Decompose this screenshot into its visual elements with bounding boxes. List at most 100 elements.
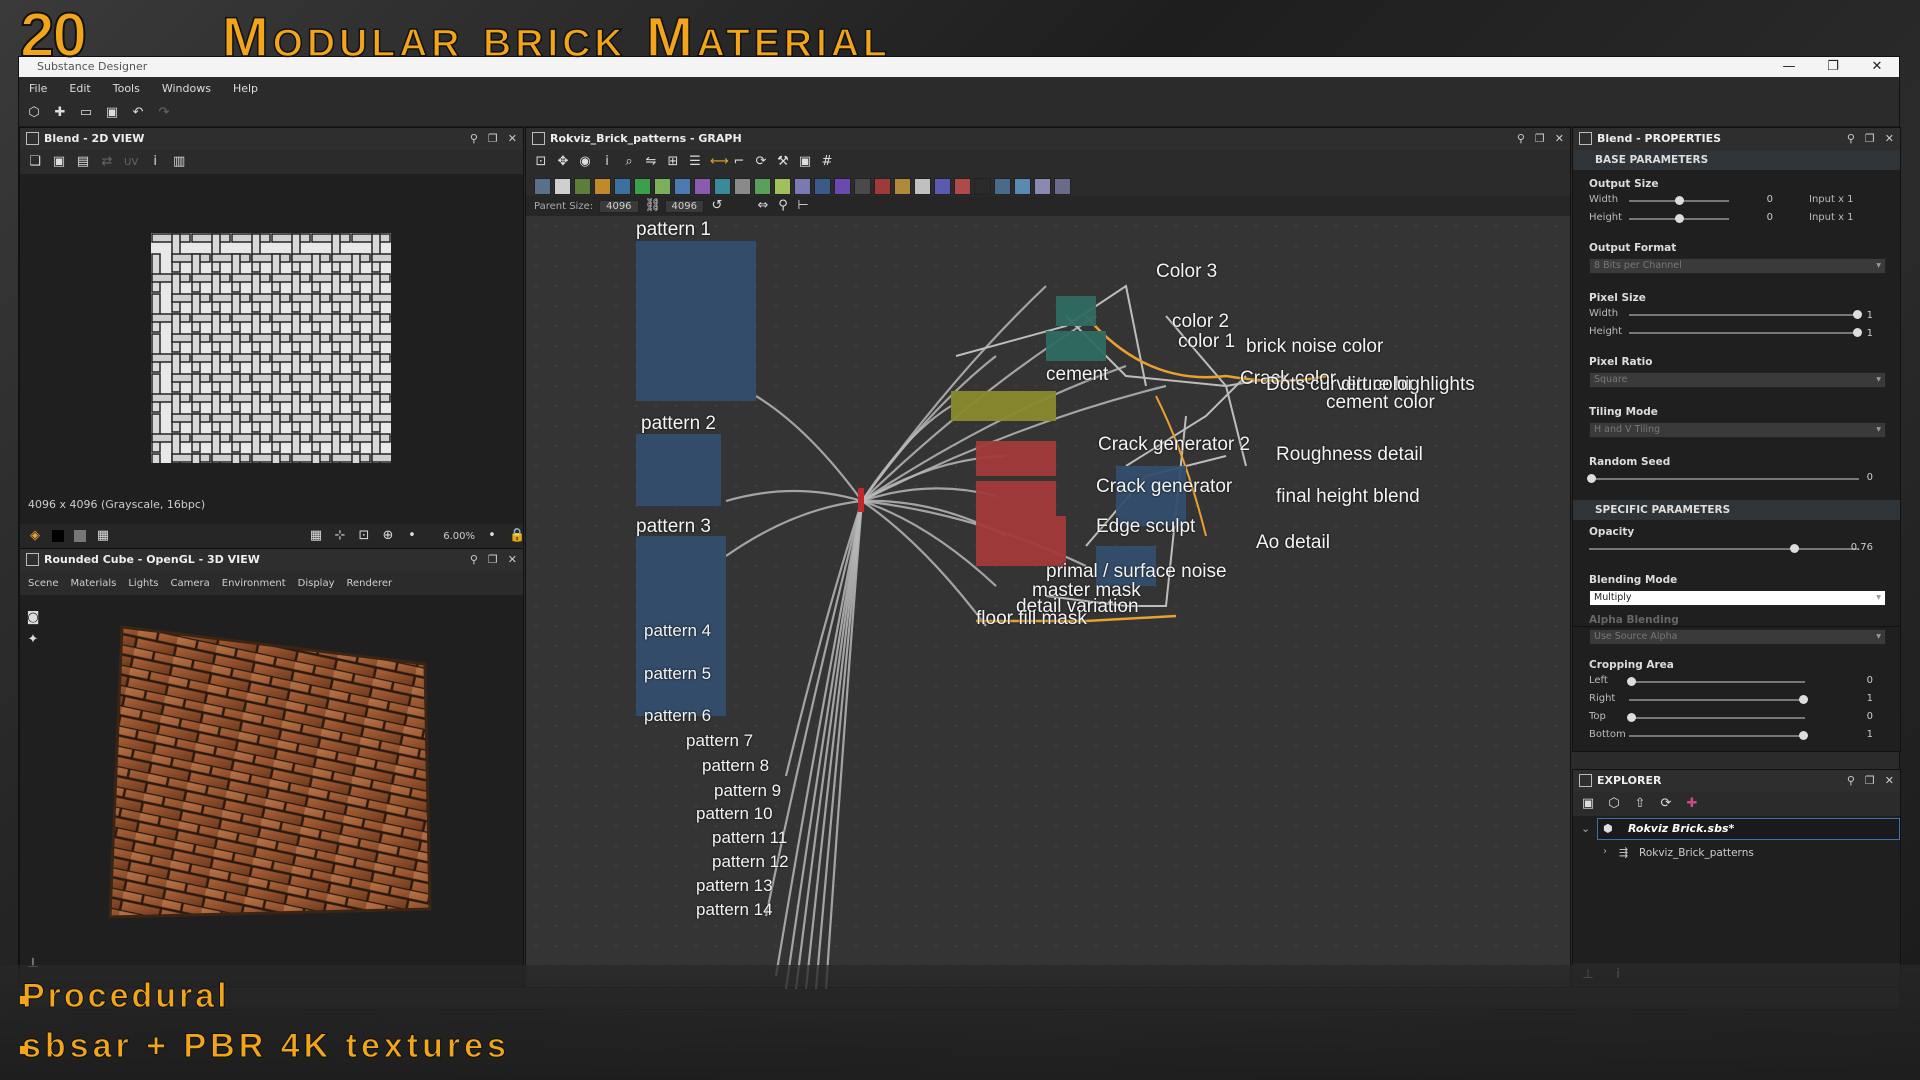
layers-icon[interactable]: ◈ [30,528,40,543]
node-library-item-18[interactable] [894,177,911,195]
graph-node-label[interactable]: Crack color [1240,368,1337,389]
graph-node-label[interactable]: primal / surface noise [1046,561,1227,582]
close-button[interactable]: ✕ [1871,59,1883,74]
graph-node-label[interactable]: Ao detail [1256,532,1330,553]
node-library-item-12[interactable] [774,177,791,195]
crop-left-slider[interactable] [1627,677,1805,686]
graph-node-label[interactable]: color 2 [1172,311,1230,332]
open-folder-icon[interactable]: ▭ [79,104,93,120]
frame-icon[interactable]: ▣ [798,154,812,169]
specific-parameters-section[interactable]: SPECIFIC PARAMETERS [1573,500,1900,520]
copy-icon[interactable]: ❏ [29,154,41,169]
graph-node-label[interactable]: Edge sculpt [1096,516,1196,537]
histogram-icon[interactable]: ▥ [173,154,186,169]
menu-lights[interactable]: Lights [128,577,159,589]
node-library-item-26[interactable] [1054,177,1071,195]
menu-edit[interactable]: Edit [69,81,91,95]
tool-icon[interactable]: ⚒ [777,154,789,169]
pixel-height-slider[interactable] [1629,328,1862,337]
graph-node-block[interactable] [976,516,1066,566]
black-bg-icon[interactable] [52,530,64,542]
grid-icon[interactable]: # [821,154,833,169]
graph-node-label[interactable]: curveture highlights [1310,374,1475,395]
pin-icon[interactable]: ⚲ [469,132,478,145]
maximize-button[interactable]: ❐ [1827,59,1839,74]
output-width-slider[interactable] [1629,196,1729,205]
crop-top-value[interactable]: 0 [1866,711,1873,722]
menu-help[interactable]: Help [232,81,259,95]
node-library-item-2[interactable] [574,177,591,195]
graph-node-label[interactable]: pattern 4 [644,621,712,640]
graph-item[interactable]: Rokviz_Brick_patterns [1639,847,1754,859]
node-library-item-3[interactable] [594,177,611,195]
graph-node-label[interactable]: color 1 [1178,331,1236,352]
random-seed-value[interactable]: 0 [1866,472,1873,483]
graph-node-label[interactable]: master mask [1032,580,1141,601]
minimize-button[interactable]: — [1782,59,1796,74]
node-library-item-25[interactable] [1034,177,1051,195]
close-panel-icon[interactable]: ✕ [507,132,517,145]
node-library-item-24[interactable] [1014,177,1031,195]
zoom-level[interactable]: 6.00% [443,530,475,542]
search-icon[interactable]: ⌕ [625,154,633,169]
channels-icon[interactable]: ⇄ [101,154,113,169]
menu-file[interactable]: File [29,81,48,95]
align-icon[interactable]: ☰ [689,154,701,169]
graph-node-label[interactable]: detail variation [1016,596,1139,617]
expand-chevron-icon[interactable]: › [1603,846,1607,857]
graph-node-label[interactable]: final height blend [1276,486,1420,507]
menu-renderer[interactable]: Renderer [346,577,393,589]
pin-icon[interactable]: ⚲ [1846,132,1855,145]
node-library-item-9[interactable] [714,177,731,195]
graph-node-block[interactable] [1056,296,1096,326]
frame-all-icon[interactable]: ⊡ [535,154,547,169]
close-panel-icon[interactable]: ✕ [507,553,517,566]
tiling-mode-select[interactable]: H and V Tiling [1589,422,1886,438]
reset-size-icon[interactable]: ↺ [711,198,723,213]
crop-bottom-value[interactable]: 1 [1866,729,1873,740]
uv-label[interactable]: UV [124,156,139,168]
explorer-package-row[interactable]: Rokviz Brick.sbs* [1597,818,1900,840]
float-icon[interactable]: ❐ [1534,132,1545,145]
node-library-item-1[interactable] [554,177,571,195]
output-height-value[interactable]: 0 [1766,212,1773,223]
node-library-item-11[interactable] [754,177,771,195]
float-icon[interactable]: ❐ [487,553,498,566]
graph-node-label[interactable]: pattern 12 [712,852,789,871]
pixel-width-slider[interactable] [1629,310,1862,319]
close-panel-icon[interactable]: ✕ [1554,132,1564,145]
graph-node-label[interactable]: pattern 9 [714,781,782,800]
float-icon[interactable]: ❐ [487,132,498,145]
node-library-item-16[interactable] [854,177,871,195]
graph-node-label[interactable]: brick noise color [1246,336,1384,357]
crop-bottom-slider[interactable] [1629,731,1808,740]
base-parameters-section[interactable]: BASE PARAMETERS [1573,150,1900,170]
pin-icon[interactable]: ⚲ [469,553,478,566]
float-icon[interactable]: ❐ [1864,132,1875,145]
graph-node-label[interactable]: pattern 11 [712,828,788,847]
comment-icon[interactable]: ⌐ [733,154,745,169]
graph-node-label[interactable]: pattern 5 [644,664,712,683]
graph-node-label[interactable]: pattern 7 [686,731,754,750]
connect-icon[interactable]: ⇋ [645,154,657,169]
pixel-ratio-select[interactable]: Square [1589,372,1886,388]
pin-icon[interactable]: ⚲ [1516,132,1525,145]
node-library-item-20[interactable] [934,177,951,195]
redo-icon[interactable]: ↷ [158,104,170,120]
link-size-icon[interactable]: ⛓ [644,198,662,213]
graph-node-label[interactable]: pattern 14 [696,900,773,919]
graph-node-label[interactable]: pattern 10 [696,804,773,823]
zoom-in-icon[interactable]: ⊕ [382,528,394,543]
save-image-icon[interactable]: ▣ [52,154,66,169]
layout-icon[interactable]: ⊞ [667,154,679,169]
graph-node-label[interactable]: pattern 6 [644,706,712,725]
alpha-blending-select[interactable]: Use Source Alpha [1589,629,1886,645]
new-graph-icon[interactable]: ✚ [54,104,66,120]
graph-node-label[interactable]: pattern 3 [636,516,711,537]
grid-icon[interactable]: ▦ [309,528,323,543]
random-seed-slider[interactable] [1587,474,1859,483]
gray-bg-icon[interactable] [74,530,86,542]
light-icon[interactable]: ✦ [27,632,39,647]
lock-icon[interactable]: 🔒 [509,528,526,543]
export-icon[interactable]: ▤ [76,154,90,169]
